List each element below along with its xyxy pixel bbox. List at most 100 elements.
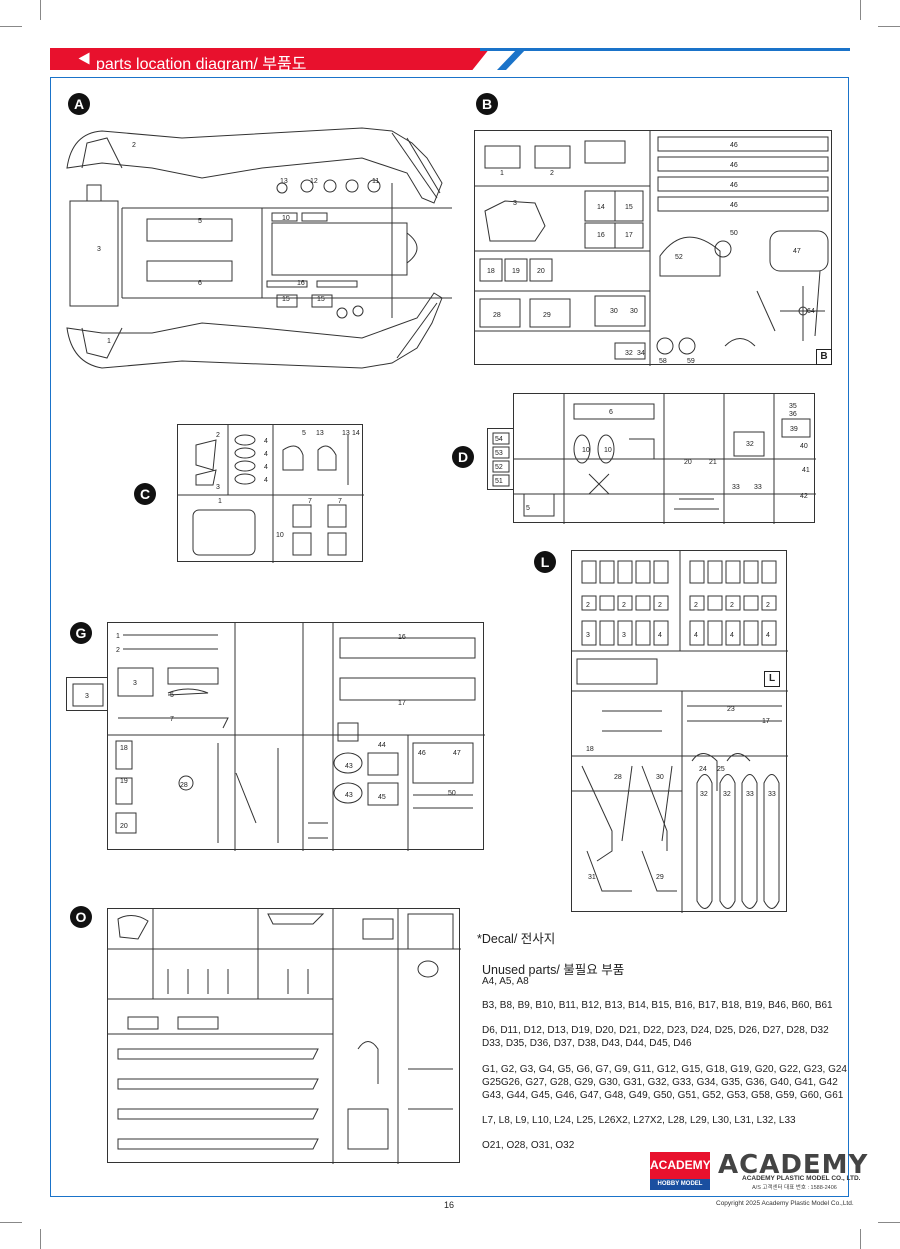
svg-text:4: 4 [766,632,770,639]
svg-text:46: 46 [730,142,738,149]
svg-text:2: 2 [622,602,626,609]
svg-text:3: 3 [133,680,137,687]
svg-text:3: 3 [216,484,220,491]
unused-parts-b: B3, B8, B9, B10, B11, B12, B13, B14, B15… [482,1000,833,1011]
svg-text:41: 41 [802,467,810,474]
svg-text:16: 16 [297,280,305,287]
svg-text:32: 32 [723,791,731,798]
svg-text:18: 18 [586,746,594,753]
section-badge-c: C [134,483,156,505]
svg-text:1: 1 [107,338,111,345]
svg-text:14: 14 [352,430,360,437]
svg-text:54: 54 [495,436,503,443]
academy-wordmark: ACADEMY [718,1150,869,1180]
svg-text:7: 7 [338,498,342,505]
page-header: parts location diagram/ 부품도 [50,48,850,73]
svg-text:16: 16 [398,634,406,641]
sprue-a-drawing: 2 3 5 6 13 12 11 10 16 15 15 1 [66,127,452,369]
svg-text:11: 11 [372,178,379,185]
svg-text:30: 30 [610,308,618,315]
page-number: 16 [444,1200,455,1210]
svg-text:10: 10 [582,447,590,454]
svg-text:4: 4 [264,451,268,458]
svg-text:52: 52 [675,254,683,261]
section-badge-d: D [452,446,474,468]
svg-text:2: 2 [694,602,698,609]
svg-text:10: 10 [282,215,290,222]
svg-text:1: 1 [500,170,504,177]
unused-parts-d-line1: D6, D11, D12, D13, D19, D20, D21, D22, D… [482,1025,829,1036]
svg-text:4: 4 [694,632,698,639]
svg-text:33: 33 [732,484,740,491]
sprue-tag-l: L [764,671,780,687]
svg-text:32: 32 [625,350,633,357]
svg-text:34: 34 [637,350,645,357]
page-title: parts location diagram/ 부품도 [96,56,307,73]
svg-text:64: 64 [807,308,815,315]
svg-text:33: 33 [768,791,776,798]
header-blue-line [480,48,850,51]
svg-text:3: 3 [622,632,626,639]
svg-text:18: 18 [120,745,128,752]
crop-mark [40,1229,41,1249]
svg-text:32: 32 [746,441,754,448]
svg-text:19: 19 [120,778,128,785]
svg-text:5: 5 [302,430,306,437]
svg-text:3: 3 [85,693,89,700]
unused-parts-a: A4, A5, A8 [482,976,529,987]
header-blue-slash [497,48,527,70]
copyright: Copyright 2025 Academy Plastic Model Co.… [716,1200,854,1207]
unused-parts-g-line2: G25G26, G27, G28, G29, G30, G31, G32, G3… [482,1077,838,1088]
svg-text:39: 39 [790,426,798,433]
svg-text:3: 3 [586,632,590,639]
svg-text:58: 58 [659,358,667,365]
svg-text:18: 18 [487,268,495,275]
svg-text:28: 28 [180,782,188,789]
svg-text:5: 5 [170,692,174,699]
svg-text:13: 13 [280,178,288,185]
svg-text:20: 20 [684,459,692,466]
academy-badge-logo: ACADEMY HOBBY MODEL KITS [650,1152,711,1198]
svg-text:46: 46 [730,162,738,169]
svg-text:2: 2 [132,142,136,149]
svg-text:24: 24 [699,766,707,773]
crop-mark [40,0,41,20]
service-number: A/S 고객센터 대표 번호 : 1588-2406 [752,1185,837,1191]
section-badge-a: A [68,93,90,115]
svg-text:2: 2 [730,602,734,609]
svg-text:15: 15 [317,296,325,303]
unused-parts-g-line3: G43, G44, G45, G46, G47, G48, G49, G50, … [482,1090,844,1101]
svg-text:45: 45 [378,794,386,801]
badge-title: ACADEMY [650,1152,711,1179]
unused-parts-g-line1: G1, G2, G3, G4, G5, G6, G7, G9, G11, G12… [482,1064,847,1075]
svg-text:10: 10 [604,447,612,454]
svg-text:35: 35 [789,403,797,410]
svg-text:29: 29 [656,874,664,881]
svg-text:29: 29 [543,312,551,319]
company-name: ACADEMY PLASTIC MODEL CO., LTD. [742,1175,861,1182]
svg-text:53: 53 [495,450,503,457]
crop-mark [0,1222,22,1223]
svg-text:59: 59 [687,358,695,365]
svg-text:5: 5 [198,218,202,225]
svg-text:47: 47 [793,248,801,255]
svg-text:28: 28 [493,312,501,319]
arrow-icon [78,52,90,65]
svg-text:15: 15 [625,204,633,211]
svg-text:12: 12 [310,178,318,185]
svg-text:17: 17 [398,700,406,707]
badge-subtitle: HOBBY MODEL KITS [650,1179,710,1198]
crop-mark [878,26,900,27]
svg-text:4: 4 [730,632,734,639]
sprue-tag-b: B [816,349,832,365]
svg-text:33: 33 [746,791,754,798]
